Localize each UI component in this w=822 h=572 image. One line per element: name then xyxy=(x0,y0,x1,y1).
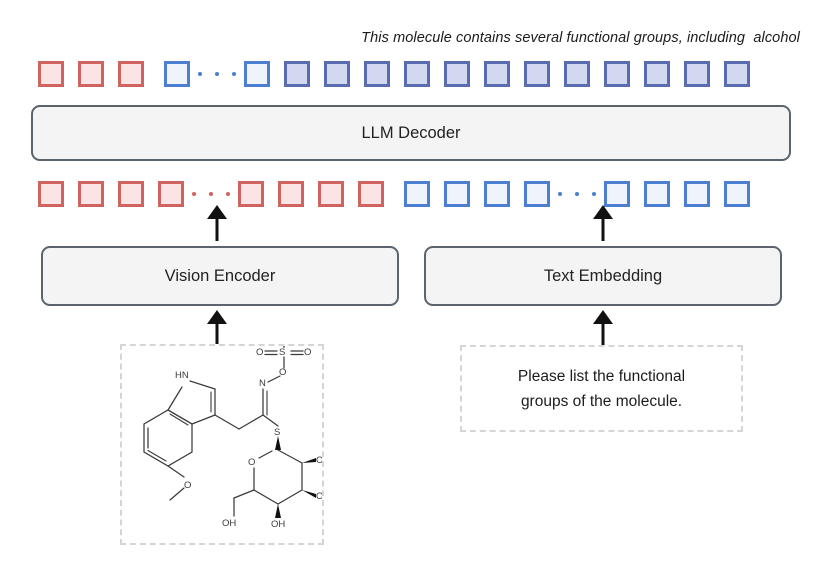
token-square-blue xyxy=(684,181,710,207)
input-token-sequence xyxy=(38,181,750,207)
atom-label-s-thio: S xyxy=(274,427,280,438)
atom-label-oh-1: OH xyxy=(316,455,322,466)
atom-label-o-right: O xyxy=(304,347,311,358)
token-square-blue xyxy=(484,181,510,207)
token-ellipsis xyxy=(190,72,244,76)
llm-decoder-box[interactable]: LLM Decoder xyxy=(31,105,791,161)
token-square-indigo xyxy=(604,61,630,87)
token-square-blue xyxy=(644,181,670,207)
ellipsis-dot xyxy=(192,192,196,196)
prompt-text: Please list the functional groups of the… xyxy=(517,367,686,410)
token-square-red xyxy=(38,181,64,207)
llm-decoder-label: LLM Decoder xyxy=(361,123,461,142)
ellipsis-dot xyxy=(215,72,219,76)
token-square-red xyxy=(118,181,144,207)
token-square-red xyxy=(358,181,384,207)
arrow-molecule-to-vision-encoder xyxy=(204,310,230,346)
token-square-blue xyxy=(244,61,270,87)
token-square-blue xyxy=(444,181,470,207)
token-square-indigo xyxy=(484,61,510,87)
ellipsis-dot xyxy=(198,72,202,76)
token-square-blue xyxy=(164,61,190,87)
token-ellipsis xyxy=(184,192,238,196)
token-square-blue xyxy=(404,181,430,207)
atom-label-o-ring: O xyxy=(248,457,255,468)
ellipsis-dot xyxy=(232,72,236,76)
output-token-sequence xyxy=(38,61,750,87)
atom-label-hn: HN xyxy=(175,370,189,381)
token-ellipsis xyxy=(550,192,604,196)
token-square-indigo xyxy=(724,61,750,87)
atom-label-n: N xyxy=(259,378,266,389)
token-square-indigo xyxy=(364,61,390,87)
molecule-input-panel: HN N O S O O O - S O O OH OH OH OH xyxy=(120,344,324,545)
ellipsis-dot xyxy=(558,192,562,196)
output-caption: This molecule contains several functiona… xyxy=(361,30,800,46)
token-square-blue xyxy=(724,181,750,207)
ellipsis-dot xyxy=(226,192,230,196)
token-square-blue xyxy=(604,181,630,207)
token-square-indigo xyxy=(644,61,670,87)
arrow-text-embedding-to-tokens xyxy=(590,205,616,241)
text-embedding-box[interactable]: Text Embedding xyxy=(424,246,782,306)
atom-label-oh-2: OH xyxy=(316,491,322,502)
token-square-red xyxy=(78,61,104,87)
token-square-indigo xyxy=(444,61,470,87)
token-square-indigo xyxy=(324,61,350,87)
token-square-indigo xyxy=(404,61,430,87)
token-square-indigo xyxy=(524,61,550,87)
token-square-indigo xyxy=(684,61,710,87)
vision-encoder-box[interactable]: Vision Encoder xyxy=(41,246,399,306)
arrow-prompt-to-text-embedding xyxy=(590,310,616,346)
atom-label-o-left: O xyxy=(256,347,263,358)
token-square-indigo xyxy=(284,61,310,87)
atom-label-oh-4: OH xyxy=(222,518,236,529)
token-square-red xyxy=(158,181,184,207)
ellipsis-dot xyxy=(575,192,579,196)
token-square-red xyxy=(78,181,104,207)
ellipsis-dot xyxy=(592,192,596,196)
arrow-vision-encoder-to-tokens xyxy=(204,205,230,241)
token-square-red xyxy=(38,61,64,87)
ellipsis-dot xyxy=(209,192,213,196)
token-square-red xyxy=(278,181,304,207)
token-square-red xyxy=(238,181,264,207)
atom-label-s: S xyxy=(279,347,285,358)
token-square-blue xyxy=(524,181,550,207)
token-square-red xyxy=(118,61,144,87)
prompt-input-panel: Please list the functional groups of the… xyxy=(460,345,743,432)
atom-label-oh-3: OH xyxy=(271,519,285,530)
text-embedding-label: Text Embedding xyxy=(543,266,663,285)
token-square-indigo xyxy=(564,61,590,87)
token-square-red xyxy=(318,181,344,207)
vision-encoder-label: Vision Encoder xyxy=(164,266,276,285)
atom-label-o-ester: O xyxy=(279,367,286,378)
molecule-structure-diagram: HN N O S O O O - S O O OH OH OH OH xyxy=(143,346,322,530)
atom-label-o-methoxy: O xyxy=(184,480,191,491)
